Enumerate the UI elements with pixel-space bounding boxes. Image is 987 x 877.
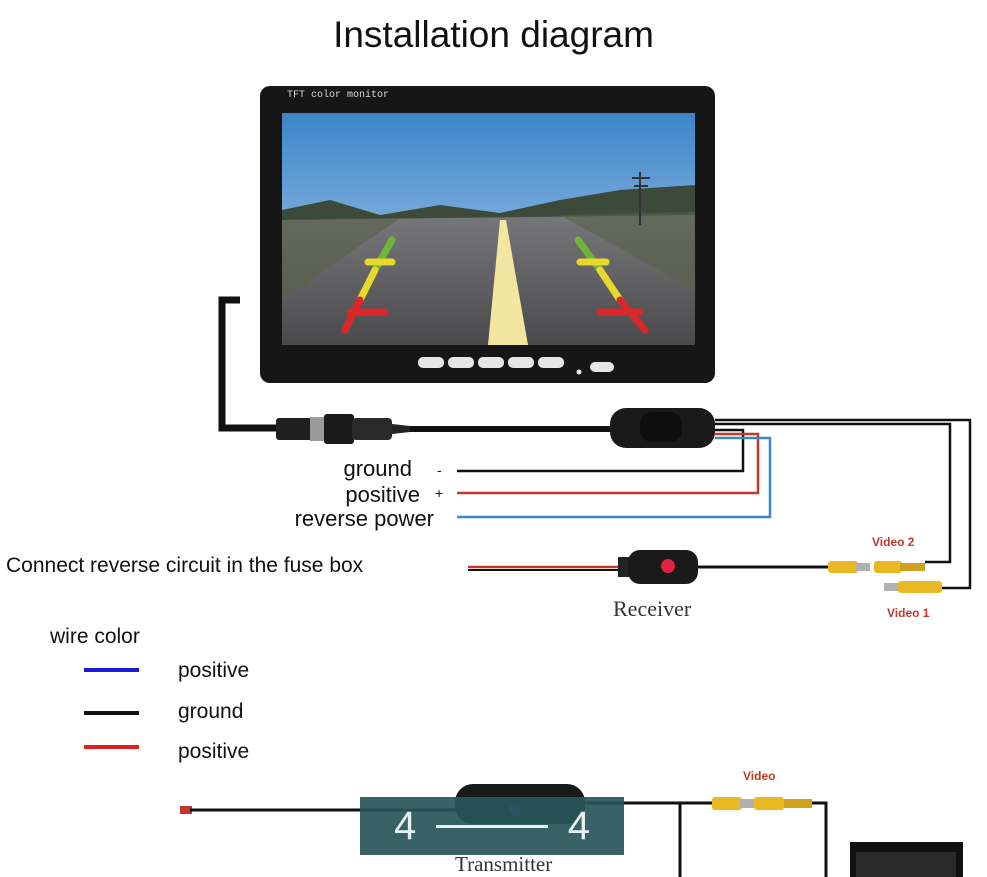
positive-wire [457,432,760,495]
transmitter-video-rca-connector [712,797,812,810]
fuse-box-label: Connect reverse circuit in the fuse box [6,554,364,577]
positive-sign: + [435,485,444,501]
overlay-divider [436,824,548,828]
receiver-label: Receiver [613,596,692,621]
positive-label: positive [345,482,420,507]
harness-wires [457,418,972,590]
diagram-title: Installation diagram [333,14,654,55]
transmitter-video-label: Video [743,769,776,783]
monitor-caption: TFT color monitor [287,90,390,101]
reverse-power-wire [457,436,772,519]
receiver-led-icon [661,559,675,573]
video1-rca-connector [884,581,942,593]
legend-swatches [84,668,139,749]
parking-guide-lines [341,236,649,334]
road-center-line [488,220,528,345]
tft-monitor [260,86,715,383]
reverse-power-label: reverse power [294,506,434,531]
ground-sign: - [437,462,442,478]
monitor-buttons[interactable] [418,357,614,375]
legend-label-positive-red: positive [178,740,250,763]
ground-wire [457,428,745,473]
legend-label-ground: ground [178,700,244,723]
transmitter-label: Transmitter [455,852,553,876]
receiver [468,550,942,593]
video1-label: Video 1 [887,606,930,620]
legend-label-positive-blue: positive [178,659,250,682]
video2-label: Video 2 [872,535,915,549]
harness-box [610,408,715,448]
monitor-cable [218,296,615,444]
video2-rca-connector [828,561,925,573]
legend-title: wire color [50,625,140,648]
ground-label: ground [343,456,412,481]
overlay-right-number[interactable]: 4 [567,803,590,848]
page-overlay-bar[interactable]: 4 4 [360,797,624,855]
overlay-left-number[interactable]: 4 [394,803,417,848]
